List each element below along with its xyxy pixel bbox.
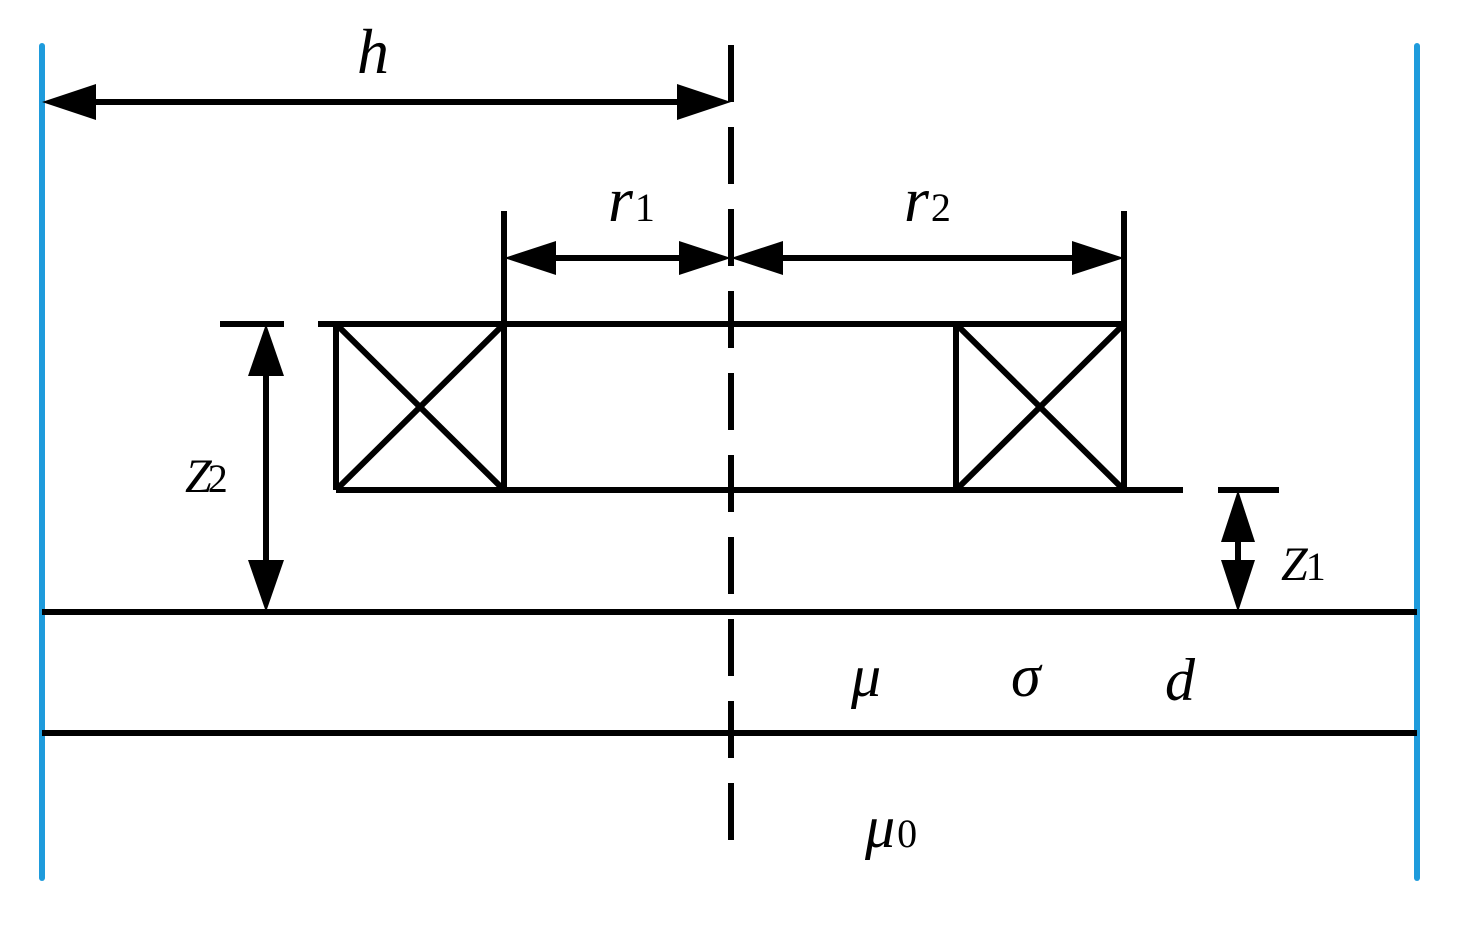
mu0-label: μ0	[864, 794, 917, 860]
z1-label: Z1	[1281, 538, 1326, 591]
z2-arrowhead-top	[248, 324, 284, 376]
coil-cross-section	[318, 321, 1183, 493]
r2-label: r2	[904, 164, 951, 235]
z1-arrowhead-top	[1221, 490, 1255, 542]
r1-arrowhead-left	[504, 241, 556, 275]
d-label: d	[1165, 647, 1196, 713]
r1-arrowhead-right	[679, 241, 731, 275]
left-winding-cross-icon	[333, 321, 507, 493]
z1-arrowhead-bottom	[1221, 560, 1255, 612]
r2-arrowhead-left	[731, 241, 783, 275]
z2-arrowhead-bottom	[248, 560, 284, 612]
h-arrowhead-left	[42, 84, 96, 120]
z2-label: Z2	[185, 450, 228, 503]
sigma-label: σ	[1011, 643, 1043, 709]
r2-arrowhead-right	[1072, 241, 1124, 275]
r1-label: r1	[608, 164, 655, 235]
right-winding-cross-icon	[953, 321, 1127, 493]
h-label: h	[357, 16, 389, 87]
mu-label: μ	[850, 643, 881, 709]
h-arrowhead-right	[677, 84, 731, 120]
